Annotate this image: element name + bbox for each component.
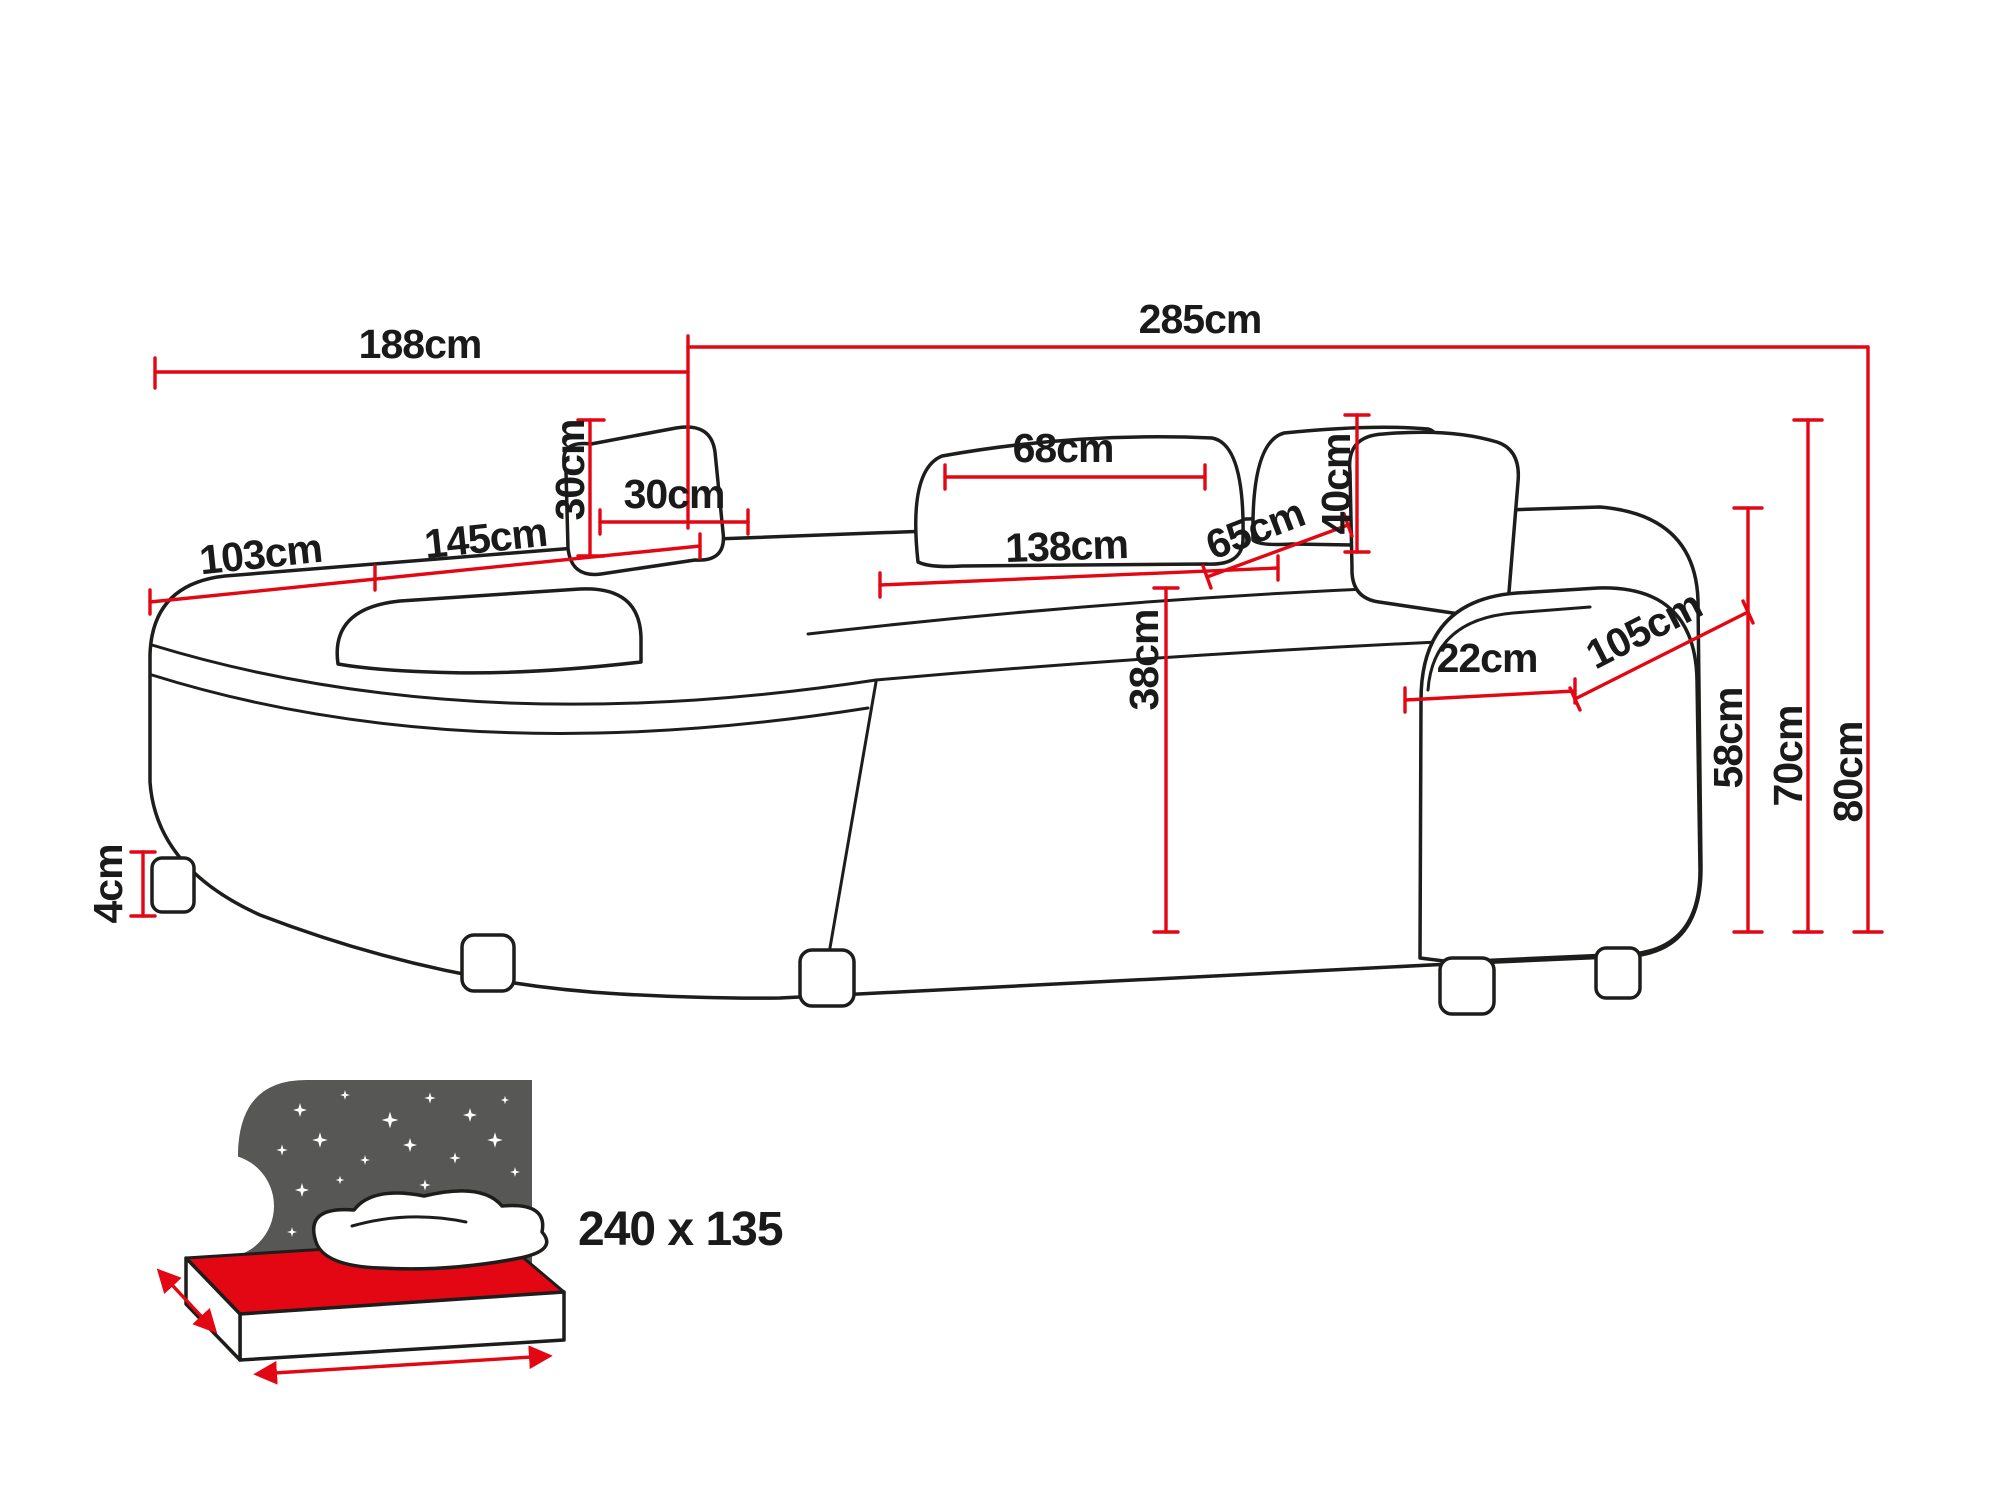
sofa-drawing bbox=[148, 425, 1703, 1016]
label-armrest-height: 58cm bbox=[1705, 688, 1751, 789]
chaise-seat-edge bbox=[150, 643, 878, 706]
sofa-leg bbox=[1438, 956, 1496, 1016]
dimension-lines bbox=[129, 334, 1884, 934]
label-total-width: 285cm bbox=[1139, 296, 1262, 342]
right-armrest bbox=[1418, 586, 1702, 964]
duvet bbox=[311, 1189, 549, 1271]
sofa-leg bbox=[460, 933, 516, 993]
sofa-leg bbox=[1594, 946, 1642, 1000]
seat-front-edge bbox=[874, 640, 1440, 682]
label-pillow-width: 30cm bbox=[624, 471, 725, 517]
label-sleeping-area: 240 x 135 bbox=[578, 1203, 783, 1256]
label-back-cushion-height: 40cm bbox=[1313, 434, 1359, 535]
throw-pillow-left bbox=[562, 425, 726, 577]
label-armrest-width: 22cm bbox=[1437, 635, 1538, 681]
label-total-height: 80cm bbox=[1825, 722, 1871, 823]
back-cushion-left bbox=[914, 435, 1245, 569]
sleeping-area-bed-icon: 240 x 135 bbox=[156, 1080, 784, 1385]
sofa-leg bbox=[150, 856, 196, 914]
label-chaise-depth: 188cm bbox=[359, 321, 482, 367]
duvet-fold bbox=[350, 1215, 468, 1228]
chaise-seat-edge-2 bbox=[150, 673, 870, 735]
moon-cutout bbox=[170, 1154, 274, 1258]
sofa-leg bbox=[798, 948, 856, 1008]
label-backrest-height: 70cm bbox=[1765, 706, 1811, 807]
chaise-bolster bbox=[335, 587, 643, 675]
label-back-cushion-width: 68cm bbox=[1013, 425, 1114, 471]
label-seat-height: 38cm bbox=[1121, 610, 1167, 711]
throw-pillow-right bbox=[1347, 430, 1521, 619]
label-pillow-height: 30cm bbox=[547, 420, 593, 521]
seat-back-edge bbox=[806, 584, 1436, 636]
length-arrow bbox=[253, 1345, 553, 1385]
label-seat-width: 138cm bbox=[1004, 521, 1128, 571]
sofa-legs bbox=[150, 856, 1642, 1016]
label-leg-height: 4cm bbox=[85, 844, 131, 923]
width-arrow bbox=[156, 1268, 218, 1334]
section-divider bbox=[820, 680, 878, 996]
armrest-roll-line bbox=[1426, 605, 1592, 692]
